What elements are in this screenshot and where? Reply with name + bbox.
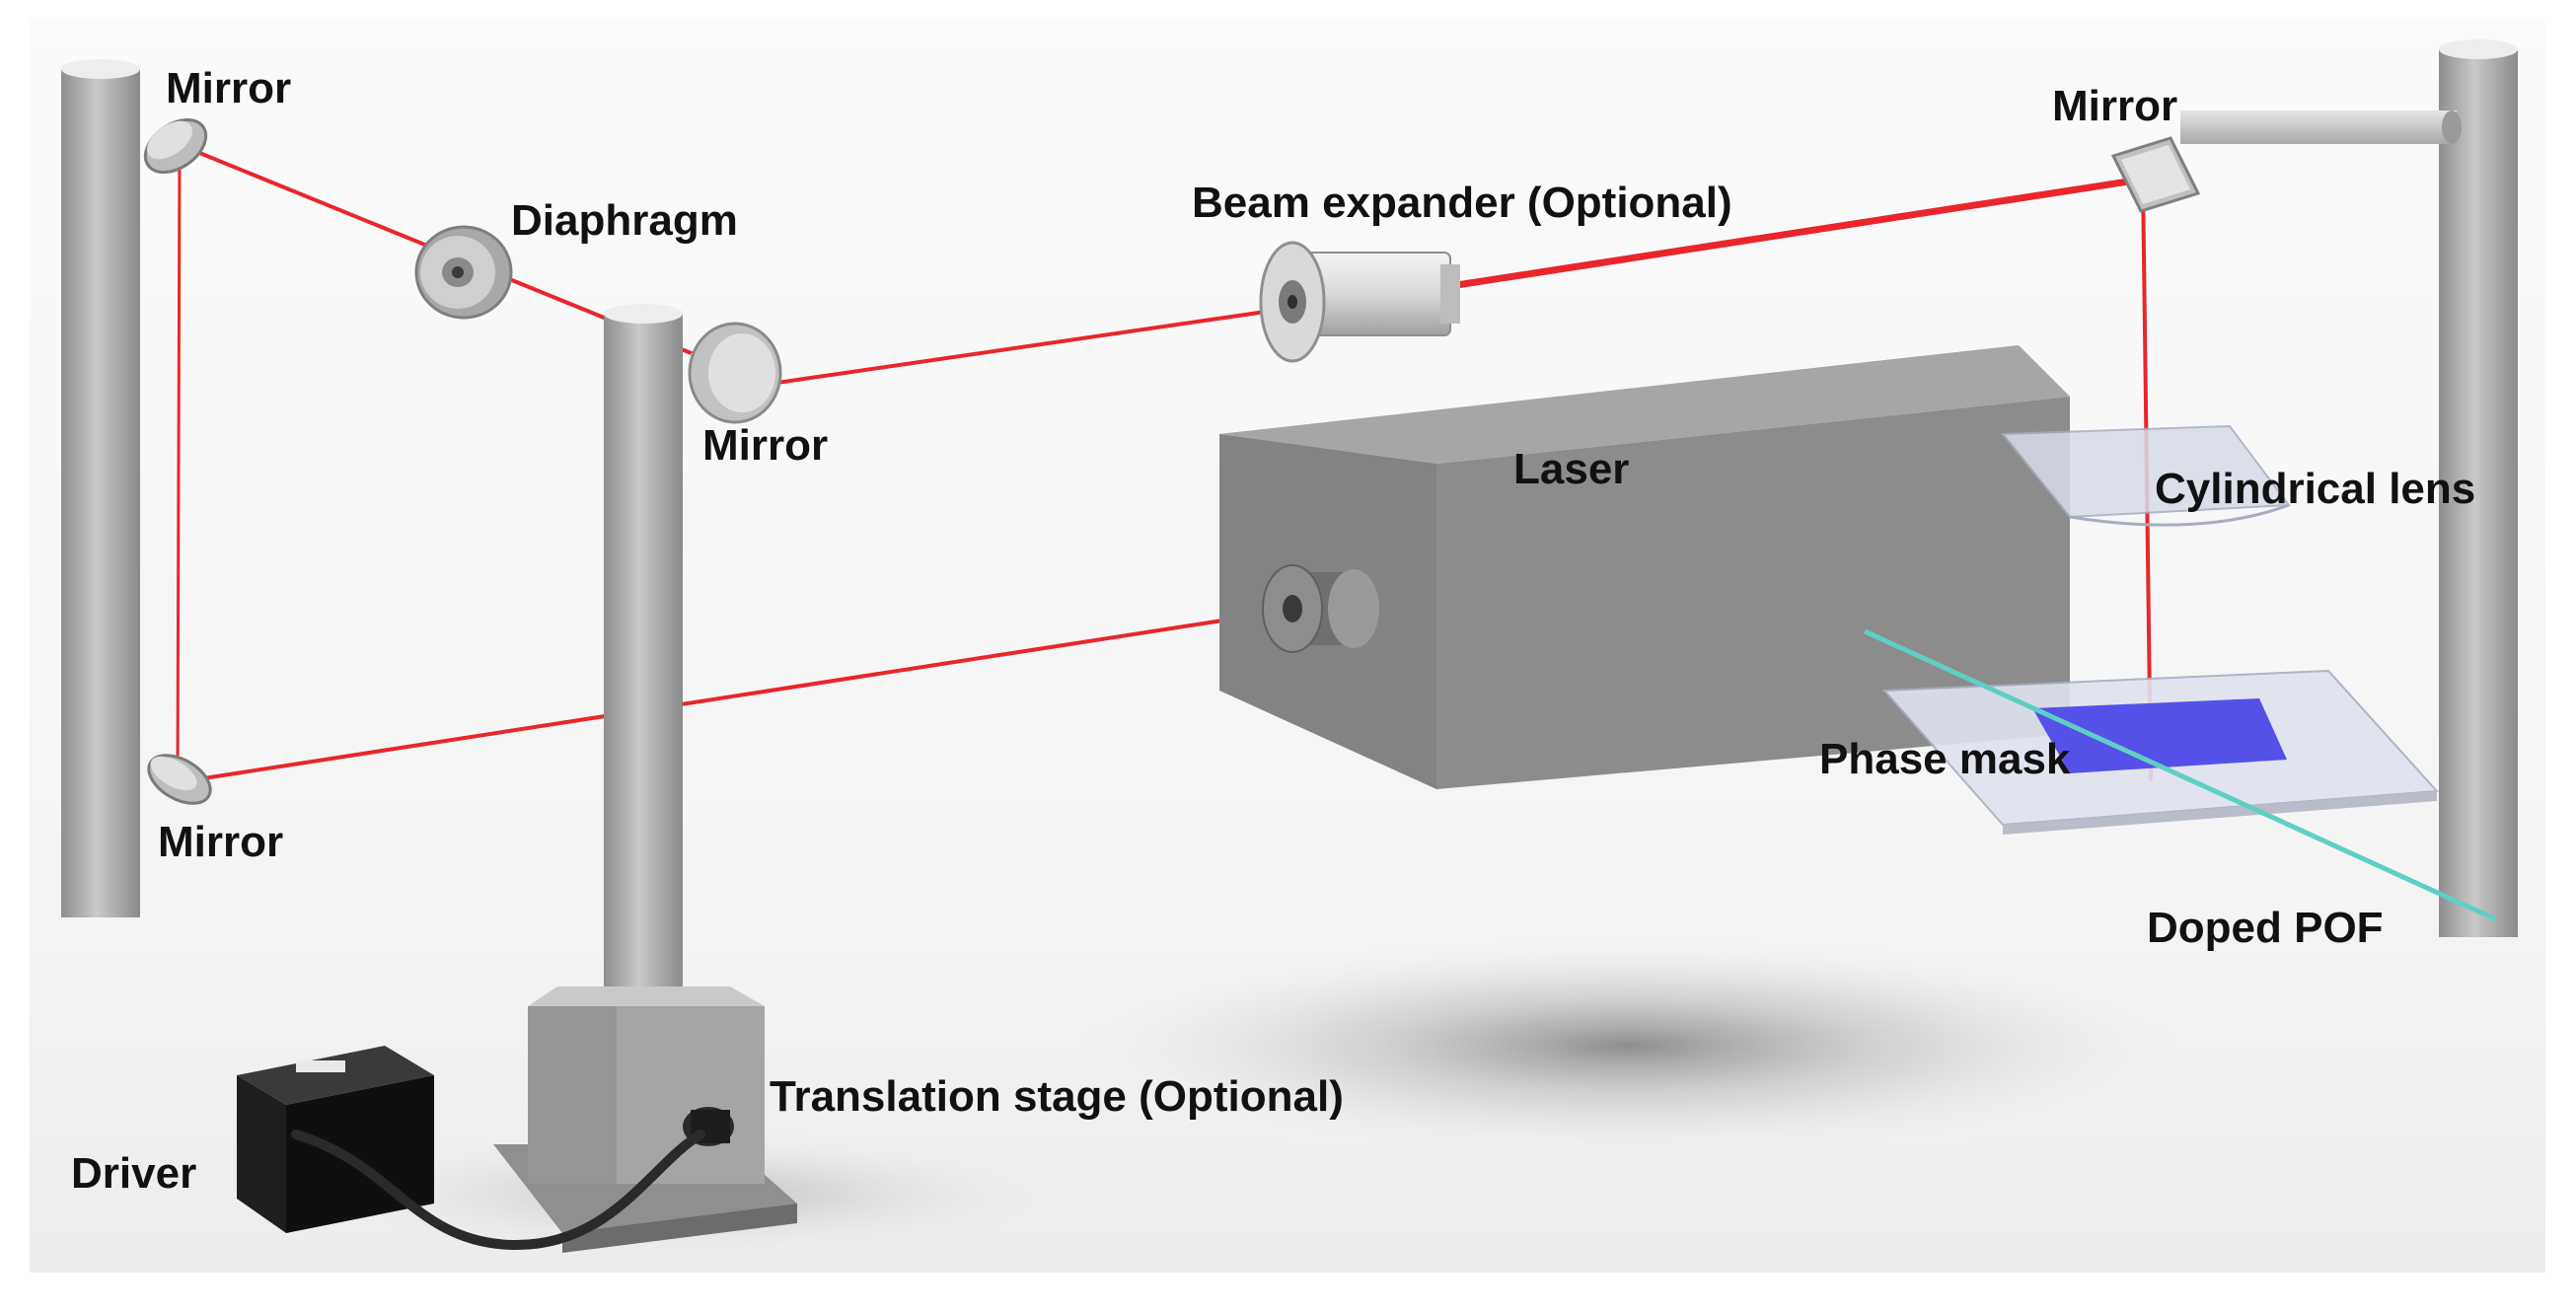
driver-cable <box>291 1130 705 1251</box>
phase-mask-grating <box>2032 698 2287 773</box>
right-post <box>2439 39 2518 937</box>
label-driver: Driver <box>71 1149 196 1198</box>
label-mirror-center: Mirror <box>702 421 828 470</box>
label-beam-expander: Beam expander (Optional) <box>1192 179 1732 227</box>
label-doped-pof: Doped POF <box>2147 904 2384 952</box>
label-mirror-bottom-left: Mirror <box>158 818 283 866</box>
label-mirror-top-left: Mirror <box>166 64 291 112</box>
floor-shadow <box>1016 927 2240 1164</box>
label-laser: Laser <box>1513 445 1629 493</box>
label-cylindrical-lens: Cylindrical lens <box>2155 465 2475 513</box>
laser-output-port <box>1262 564 1379 653</box>
mirror-mount-bar <box>2180 110 2462 144</box>
cylindrical-lens <box>2000 424 2291 527</box>
diaphragm <box>414 225 513 320</box>
label-diaphragm: Diaphragm <box>511 196 738 245</box>
phase-mask <box>1881 669 2440 835</box>
mirror-top-right <box>2110 136 2201 213</box>
beam-expander <box>1259 241 1460 363</box>
label-mirror-top-right: Mirror <box>2052 82 2177 130</box>
center-post <box>604 304 683 1034</box>
label-translation-stage: Translation stage (Optional) <box>770 1072 1344 1121</box>
label-phase-mask: Phase mask <box>1819 735 2071 783</box>
mirror-top-left <box>143 117 208 175</box>
left-post <box>61 59 140 917</box>
mirror-center <box>688 322 782 424</box>
mirror-bottom-left <box>147 754 212 805</box>
doped-pof-fiber <box>1863 628 2498 922</box>
